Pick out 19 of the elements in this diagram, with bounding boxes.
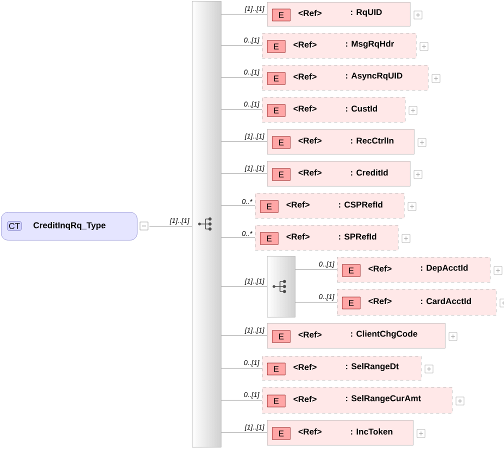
element-box: E <Ref> : IncToken <box>267 420 414 446</box>
element-box: E <Ref> : SelRangeCurAmt <box>262 387 452 414</box>
element-box: E <Ref> : SPRefId <box>255 225 398 250</box>
element-box: E <Ref> : AsyncRqUID <box>262 65 428 90</box>
element-box: E <Ref> : RecCtrlIn <box>267 129 414 154</box>
connector-line <box>221 286 268 287</box>
element-box: E <Ref> : RqUID <box>267 2 410 26</box>
element-box: E <Ref> : CardAcctId <box>337 289 496 316</box>
sequence-box <box>192 1 222 448</box>
element-box: E <Ref> : CustId <box>262 97 406 122</box>
element-box: E <Ref> : MsgRqHdr <box>262 33 416 58</box>
element-box: E <Ref> : ClientChgCode <box>267 323 446 348</box>
element-box: E <Ref> : DepAcctId <box>337 257 490 282</box>
element-box: E <Ref> : CSPRefId <box>255 193 404 218</box>
connector-line <box>221 432 268 433</box>
sequence-box <box>267 256 296 318</box>
complex-type-box: CT CreditInqRq_Type <box>1 212 138 240</box>
element-box: E <Ref> : CreditId <box>267 161 410 186</box>
element-box: E <Ref> : SelRangeDt <box>262 356 422 380</box>
